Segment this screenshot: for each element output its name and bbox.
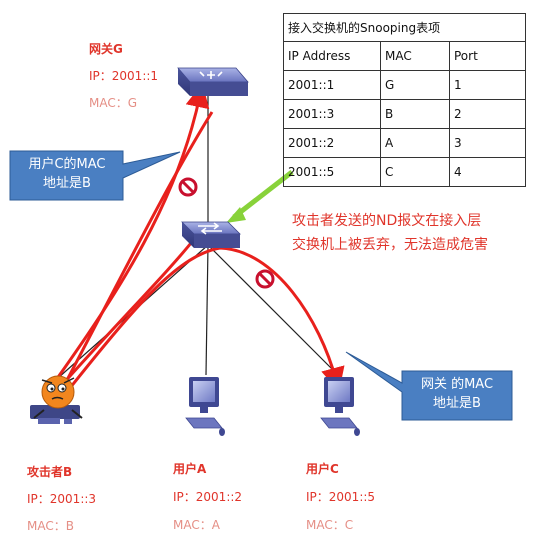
attack-paths <box>54 83 345 392</box>
table-row: 2001::5 C 4 <box>283 157 526 187</box>
cell-port: 4 <box>449 157 526 187</box>
cell-mac: B <box>380 99 450 129</box>
pointer-arrow <box>226 170 294 223</box>
cell-mac: C <box>380 157 450 187</box>
blocked-sign-lower <box>255 269 275 289</box>
gateway-ip: IP：2001::1 <box>89 69 159 83</box>
cell-port: 2 <box>449 99 526 129</box>
cell-ip: 2001::3 <box>283 99 381 129</box>
cell-ip: 2001::2 <box>283 128 381 158</box>
snooping-table-title: 接入交换机的Snooping表项 <box>283 13 526 42</box>
snooping-table-title-row: 接入交换机的Snooping表项 <box>283 13 526 42</box>
blocked-sign-upper <box>178 177 198 197</box>
snooping-table-header-row: IP Address MAC Port <box>283 41 526 71</box>
attacker-mac: MAC：B <box>27 519 74 533</box>
cell-port: 1 <box>449 70 526 100</box>
user-c-ip: IP：2001::5 <box>306 490 376 504</box>
user-a-ip: IP：2001::2 <box>173 490 243 504</box>
user-c-pc-icon <box>320 377 360 436</box>
cell-mac: A <box>380 128 450 158</box>
link-switch-user-a <box>205 244 209 376</box>
column-header-ip: IP Address <box>283 41 381 71</box>
gateway-name: 网关G <box>89 42 123 56</box>
cell-ip: 2001::1 <box>283 70 381 100</box>
attack-path-gateway-b <box>64 111 214 383</box>
user-c-mac: MAC：C <box>306 518 354 532</box>
user-a-pc-icon <box>185 377 225 436</box>
attack-path-to-gateway <box>54 83 210 381</box>
access-switch-icon <box>181 221 241 248</box>
user-a-name: 用户A <box>173 462 207 476</box>
cell-ip: 2001::5 <box>283 157 381 187</box>
column-header-port: Port <box>449 41 526 71</box>
user-c-name: 用户C <box>306 462 339 476</box>
gateway-mac: MAC：G <box>89 96 138 110</box>
callout-left-line2: 地址是B <box>43 176 91 191</box>
link-switch-user-c <box>207 244 339 376</box>
snooping-table: 接入交换机的Snooping表项 IP Address MAC Port 200… <box>283 13 526 187</box>
topology-links <box>57 96 339 379</box>
attacker-icon <box>30 375 83 424</box>
attack-path-to-switch-a <box>60 237 197 386</box>
callout-right-line1: 网关 的MAC <box>420 377 494 392</box>
callout-left-line1: 用户C的MAC <box>28 157 106 172</box>
user-a-mac: MAC：A <box>173 518 220 532</box>
table-row: 2001::2 A 3 <box>283 128 526 158</box>
gateway-router-icon <box>177 67 249 96</box>
column-header-mac: MAC <box>380 41 450 71</box>
cell-port: 3 <box>449 128 526 158</box>
attack-path-to-user-c <box>68 246 345 392</box>
attacker-name: 攻击者B <box>27 465 73 479</box>
callout-right-shape <box>345 351 513 421</box>
cell-mac: G <box>380 70 450 100</box>
table-row: 2001::1 G 1 <box>283 70 526 100</box>
callout-right-line2: 地址是B <box>433 396 481 411</box>
callout-left-text: 用户C的MAC 地址是B <box>12 155 122 193</box>
attacker-ip: IP：2001::3 <box>27 492 97 506</box>
attack-note: 攻击者发送的ND报文在接入层交换机上被丢弃，无法造成危害 <box>292 213 488 253</box>
table-row: 2001::3 B 2 <box>283 99 526 129</box>
callout-left-shape <box>9 150 181 201</box>
callout-right-text: 网关 的MAC 地址是B <box>403 375 511 413</box>
